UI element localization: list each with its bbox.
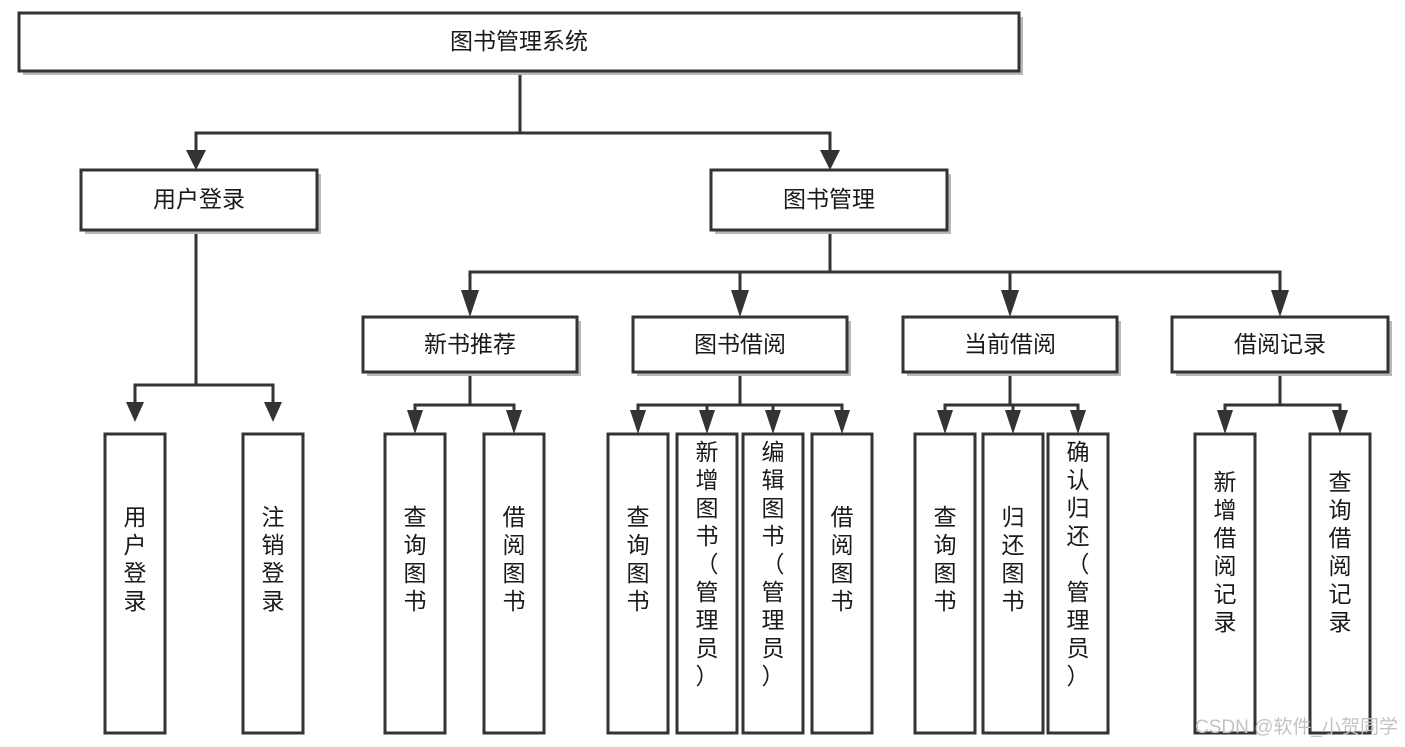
node-leaf-query-book-2-label: 查询图书 xyxy=(627,504,650,614)
node-box xyxy=(631,315,849,374)
node-box xyxy=(1046,432,1110,735)
node-leaf-confirm-return-label: 确认归还（管理员） xyxy=(1067,439,1090,689)
node-borrow-record-label: 借阅记录 xyxy=(1234,331,1326,357)
node-leaf-borrow-book-1[interactable]: 借阅图书 xyxy=(482,432,546,735)
node-leaf-return-book-label: 归还图书 xyxy=(1002,504,1025,614)
node-current-borrow[interactable]: 当前借阅 xyxy=(901,315,1121,376)
node-new-book-rec-label: 新书推荐 xyxy=(424,331,516,357)
arrow-head-icon xyxy=(1001,290,1019,317)
node-leaf-edit-book[interactable]: 编辑图书（管理员） xyxy=(741,432,805,735)
arrow-head-icon xyxy=(264,402,282,422)
node-box xyxy=(709,168,949,232)
node-leaf-add-book[interactable]: 新增图书（管理员） xyxy=(675,432,739,735)
node-leaf-edit-book-label: 编辑图书（管理员） xyxy=(762,439,785,689)
arrow-head-icon xyxy=(937,410,953,434)
node-user-login-group[interactable]: 用户登录 xyxy=(79,168,321,234)
arrow-head-icon xyxy=(1217,410,1233,434)
arrow-head-icon xyxy=(1005,410,1021,434)
node-leaf-add-book-label: 新增图书（管理员） xyxy=(696,439,719,689)
node-leaf-user-login-label: 用户登录 xyxy=(124,504,147,614)
node-borrow-record[interactable]: 借阅记录 xyxy=(1170,315,1392,376)
node-box xyxy=(17,11,1021,73)
node-box xyxy=(981,432,1045,735)
node-leaf-user-login[interactable]: 用户登录 xyxy=(103,432,167,735)
arrow-head-icon xyxy=(186,150,206,170)
node-box xyxy=(79,168,319,232)
arrow-head-icon xyxy=(1332,410,1348,434)
node-root[interactable]: 图书管理系统 xyxy=(17,11,1023,75)
node-leaf-query-record-label: 查询借阅记录 xyxy=(1329,469,1352,635)
node-box xyxy=(901,315,1119,374)
arrow-head-icon xyxy=(630,410,646,434)
node-book-manage-group[interactable]: 图书管理 xyxy=(709,168,951,234)
arrow-head-icon xyxy=(1070,410,1086,434)
node-leaf-confirm-return[interactable]: 确认归还（管理员） xyxy=(1046,432,1110,735)
arrow-head-icon xyxy=(126,402,144,422)
node-leaf-return-book[interactable]: 归还图书 xyxy=(981,432,1045,735)
arrow-head-icon xyxy=(506,410,522,434)
node-leaf-borrow-book-2[interactable]: 借阅图书 xyxy=(810,432,874,735)
node-box xyxy=(241,432,305,735)
node-box xyxy=(1170,315,1390,374)
node-leaf-query-record[interactable]: 查询借阅记录 xyxy=(1308,432,1372,735)
node-box xyxy=(741,432,805,735)
node-leaf-query-book-3-label: 查询图书 xyxy=(934,504,957,614)
node-box xyxy=(482,432,546,735)
node-box xyxy=(103,432,167,735)
node-box xyxy=(1193,432,1257,735)
node-box xyxy=(383,432,447,735)
arrow-head-icon xyxy=(820,150,840,170)
node-box xyxy=(606,432,670,735)
node-book-borrow[interactable]: 图书借阅 xyxy=(631,315,851,376)
node-box xyxy=(913,432,977,735)
edge-layer xyxy=(126,72,1348,434)
arrow-head-icon xyxy=(699,410,715,434)
node-leaf-borrow-book-1-label: 借阅图书 xyxy=(503,504,526,614)
node-leaf-add-record-label: 新增借阅记录 xyxy=(1214,469,1237,635)
arrow-head-icon xyxy=(461,290,479,317)
node-box xyxy=(810,432,874,735)
node-current-borrow-label: 当前借阅 xyxy=(964,331,1056,357)
arrow-head-icon xyxy=(834,410,850,434)
node-leaf-query-book-1[interactable]: 查询图书 xyxy=(383,432,447,735)
arrow-head-icon xyxy=(407,410,423,434)
arrow-head-icon xyxy=(731,290,749,317)
node-new-book-rec[interactable]: 新书推荐 xyxy=(361,315,581,376)
node-leaf-user-logout-label: 注销登录 xyxy=(262,504,285,614)
node-leaf-query-book-3[interactable]: 查询图书 xyxy=(913,432,977,735)
node-box xyxy=(675,432,739,735)
node-leaf-query-book-1-label: 查询图书 xyxy=(404,504,427,614)
arrow-head-icon xyxy=(1271,290,1289,317)
node-book-manage-group-label: 图书管理 xyxy=(783,186,875,212)
node-book-borrow-label: 图书借阅 xyxy=(694,331,786,357)
node-leaf-add-record[interactable]: 新增借阅记录 xyxy=(1193,432,1257,735)
node-leaf-user-logout[interactable]: 注销登录 xyxy=(241,432,305,735)
node-user-login-group-label: 用户登录 xyxy=(153,186,245,212)
node-box xyxy=(361,315,579,374)
node-box xyxy=(1308,432,1372,735)
node-leaf-query-book-2[interactable]: 查询图书 xyxy=(606,432,670,735)
node-leaf-borrow-book-2-label: 借阅图书 xyxy=(831,504,854,614)
arrow-head-icon xyxy=(765,410,781,434)
node-root-label: 图书管理系统 xyxy=(450,28,588,54)
watermark-label: CSDN @软件_小贺同学 xyxy=(1195,716,1398,738)
